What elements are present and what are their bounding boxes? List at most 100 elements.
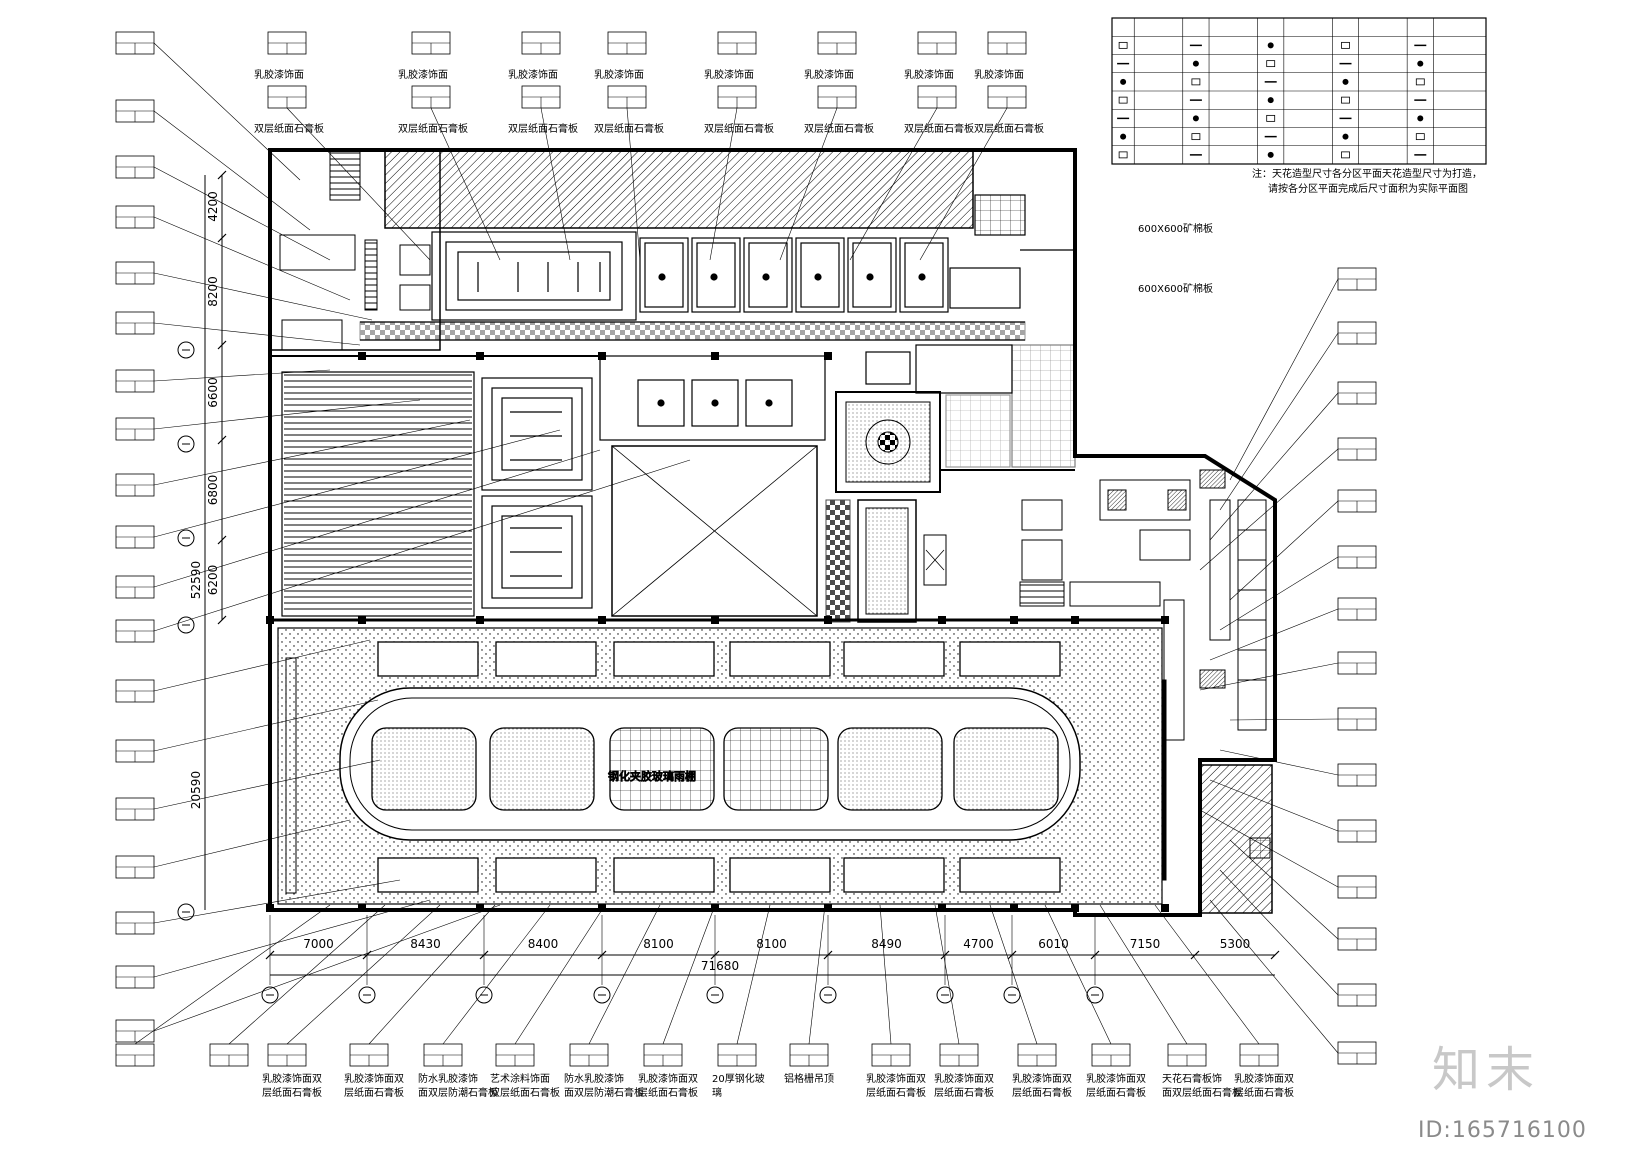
callout-bottom-label: 艺术涂料饰面 <box>490 1072 550 1085</box>
leader-line <box>153 639 371 692</box>
leader-line <box>153 166 331 261</box>
dimension-bottom-value: 5300 <box>1220 937 1251 951</box>
legend-note-line2: 请按各分区平面完成后尺寸面积为实际平面图 <box>1268 182 1468 195</box>
legend-symbol <box>1417 60 1424 67</box>
leader-line <box>153 449 601 588</box>
dimension-left-total-lower: 20590 <box>189 771 203 809</box>
callout-top-label: 双层纸面石膏板 <box>974 122 1044 135</box>
column <box>266 616 274 624</box>
legend-symbol <box>1118 96 1128 104</box>
leader-line <box>1209 608 1339 661</box>
leader-line <box>153 110 311 231</box>
leader-line <box>736 904 771 1045</box>
leader-line <box>134 904 331 1045</box>
leader-line <box>626 107 641 261</box>
leader-line <box>1209 779 1339 832</box>
dimension-left-value: 8200 <box>206 276 220 307</box>
callout-right-label: 600X600矿棉板 <box>1138 282 1213 295</box>
dimension-tick <box>217 233 227 243</box>
watermark-id: ID:165716100 <box>1418 1118 1587 1143</box>
leader-line <box>153 429 561 538</box>
legend-table: 注：天花造型尺寸各分区平面天花造型尺寸为打造， 请按各分区平面完成后尺寸面积为实… <box>1111 17 1487 195</box>
dimension-left-value: 6800 <box>206 475 220 506</box>
dimension-bottom-value: 7000 <box>303 937 334 951</box>
callout-top-label: 乳胶漆饰面 <box>804 68 854 81</box>
column <box>1161 616 1169 624</box>
column <box>824 352 832 360</box>
structural-columns <box>266 352 1169 912</box>
column <box>476 904 484 912</box>
callout-bottom-label: 璃 <box>712 1086 722 1099</box>
leader-line <box>153 322 361 346</box>
column <box>1071 616 1079 624</box>
callout-bottom-label: 天花石膏板饰 <box>1162 1072 1222 1085</box>
callout-top-label: 双层纸面石膏板 <box>398 122 468 135</box>
callout-top-label: 乳胶漆饰面 <box>508 68 558 81</box>
legend-symbol <box>1267 42 1274 49</box>
callout-top-label: 双层纸面石膏板 <box>804 122 874 135</box>
dimension-left-value: 6600 <box>206 377 220 408</box>
callout-bottom-label: 层纸面石膏板 <box>1234 1086 1294 1099</box>
callout-bottom-label: 铝格栅吊顶 <box>784 1072 834 1085</box>
central-bays <box>481 355 826 617</box>
leader-line <box>153 216 351 301</box>
callout-bottom-label: 面双层防潮石膏板 <box>418 1086 498 1099</box>
legend-symbol <box>1120 78 1127 85</box>
legend-symbol <box>1192 60 1199 67</box>
leader-line <box>779 107 838 261</box>
leader-line <box>228 904 386 1045</box>
dimension-bottom-value: 8100 <box>643 937 674 951</box>
legend-symbol <box>1341 151 1350 159</box>
watermark-logo: 知末 <box>1432 1042 1541 1098</box>
callout-bottom-label: 层纸面石膏板 <box>1012 1086 1072 1099</box>
leader-line <box>153 399 421 430</box>
callout-top-label: 双层纸面石膏板 <box>704 122 774 135</box>
callout-bottom-label: 乳胶漆饰面双 <box>638 1072 698 1085</box>
leader-line <box>1229 500 1339 601</box>
dimension-tick <box>1190 950 1200 960</box>
callout-top-label: 双层纸面石膏板 <box>904 122 974 135</box>
leader-line <box>808 904 826 1045</box>
callout-top-label: 乳胶漆饰面 <box>398 68 448 81</box>
light-bay <box>729 857 831 893</box>
legend-symbol <box>1191 133 1201 141</box>
legend-symbol <box>1192 115 1199 122</box>
column <box>1161 904 1169 912</box>
callout-top-label: 乳胶漆饰面 <box>974 68 1024 81</box>
dimension-bottom-value: 8430 <box>410 937 441 951</box>
leader-line <box>442 904 551 1045</box>
callout-top-label: 乳胶漆饰面 <box>704 68 754 81</box>
dimension-bottom-value: 8100 <box>756 937 787 951</box>
callout-top-label: 双层纸面石膏板 <box>508 122 578 135</box>
legend-symbol <box>1342 133 1349 140</box>
light-bay <box>613 857 715 893</box>
column <box>711 616 719 624</box>
dimension-lines <box>204 175 1275 976</box>
light-bay <box>613 641 715 677</box>
lobby-ornament <box>825 391 947 623</box>
leader-line <box>286 107 431 261</box>
callout-bottom-label: 20厚钢化玻 <box>712 1072 765 1085</box>
callout-right-label: 600X600矿棉板 <box>1138 222 1213 235</box>
light-bay <box>843 641 945 677</box>
canopy-label: 钢化夹胶玻璃雨棚 <box>608 769 696 783</box>
column <box>358 904 366 912</box>
leader-line <box>1219 749 1339 776</box>
dimension-tick <box>217 170 227 180</box>
leader-line <box>1199 809 1339 888</box>
leader-line <box>1219 556 1339 631</box>
callout-bottom-label: 乳胶漆饰面双 <box>1086 1072 1146 1085</box>
column <box>476 352 484 360</box>
right-upper-rooms <box>865 249 1076 471</box>
light-bay <box>959 641 1061 677</box>
right-services <box>1019 469 1273 914</box>
light-bay <box>495 857 597 893</box>
dimension-left-total-upper: 52590 <box>189 561 203 599</box>
leader-line <box>153 819 351 868</box>
callout-bottom-label: 层纸面石膏板 <box>638 1086 698 1099</box>
light-bay <box>729 641 831 677</box>
dimension-tick <box>217 340 227 350</box>
lower-hall: 钢化夹胶玻璃雨棚 <box>277 627 1167 905</box>
legend-symbol <box>1415 78 1425 86</box>
